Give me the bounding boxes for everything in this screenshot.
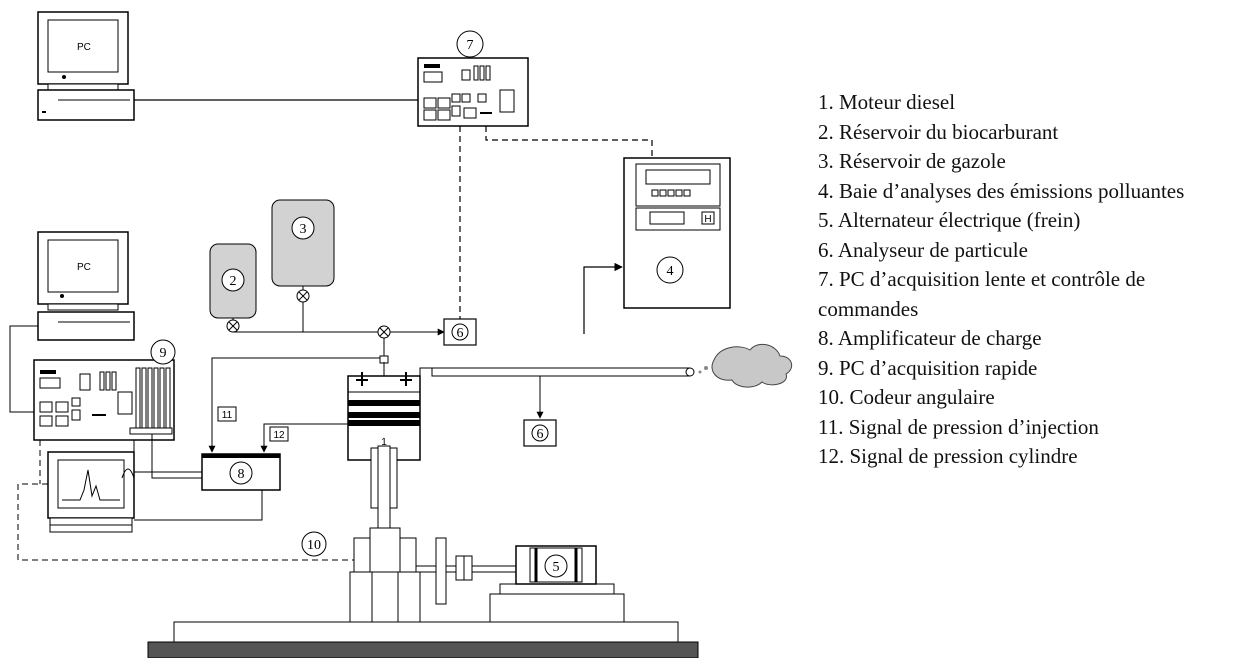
callout-10: 10 — [307, 538, 321, 553]
crank-assembly — [349, 527, 516, 623]
callout-6-top: 6 — [457, 326, 464, 341]
pc-label-left: PC — [77, 262, 91, 273]
slow-acquisition-unit — [417, 57, 529, 127]
legend-item-12: 12. Signal de pression cylindre — [818, 444, 1078, 468]
callout-2: 2 — [230, 274, 237, 289]
callout-4: 4 — [667, 264, 674, 279]
exhaust-pipe — [419, 367, 695, 382]
legend-item-2: 2. Réservoir du biocarburant — [818, 119, 1059, 144]
callout-3: 3 — [300, 222, 307, 237]
smoke-cloud — [698, 343, 793, 388]
fast-acquisition-unit — [33, 359, 175, 441]
legend-item-1: 1. Moteur diesel — [818, 90, 956, 114]
pc-left: PC — [37, 231, 135, 341]
legend-item-8: 8. Amplificateur de charge — [818, 326, 1042, 350]
legend-item-11: 11. Signal de pression d’injection — [818, 414, 1099, 439]
callout-12: 12 — [273, 430, 285, 441]
callout-6-bottom: 6 — [537, 427, 544, 442]
test-bench-base — [147, 621, 699, 658]
legend-item-6: 6. Analyseur de particule — [818, 237, 1028, 262]
emissions-analysis-bay: H — [623, 157, 731, 309]
callout-9: 9 — [160, 346, 167, 361]
callout-1: 1 — [381, 437, 387, 448]
pc-top: PC — [37, 11, 135, 121]
callout-11: 11 — [222, 410, 233, 421]
diesel-engine — [347, 362, 421, 537]
legend-item-10: 10. Codeur angulaire — [818, 385, 995, 409]
oscilloscope-monitor — [47, 451, 135, 533]
legend-item-7: 7. PC d’acquisition lente et contrôle de… — [818, 267, 1146, 321]
svg-text:H: H — [704, 214, 711, 225]
callout-5: 5 — [553, 560, 560, 575]
valve-biofuel — [226, 319, 240, 333]
legend-item-5: 5. Alternateur électrique (frein) — [818, 208, 1081, 232]
valve-main — [377, 325, 391, 339]
tank-biofuel: 2 — [209, 243, 257, 319]
pc-label: PC — [77, 42, 91, 53]
legend-item-4: 4. Baie d’analyses des émissions polluan… — [818, 178, 1185, 203]
legend-item-9: 9. PC d’acquisition rapide — [818, 355, 1038, 380]
valve-diesel — [296, 289, 310, 303]
callout-8: 8 — [238, 467, 245, 482]
legend-list: 1. Moteur diesel 2. Réservoir du biocarb… — [818, 88, 1248, 472]
callout-7: 7 — [467, 38, 474, 53]
legend-item-3: 3. Réservoir de gazole — [818, 149, 1006, 173]
test-bench-diagram: PC 7 — [9, 11, 793, 658]
tank-diesel: 3 — [271, 199, 335, 287]
